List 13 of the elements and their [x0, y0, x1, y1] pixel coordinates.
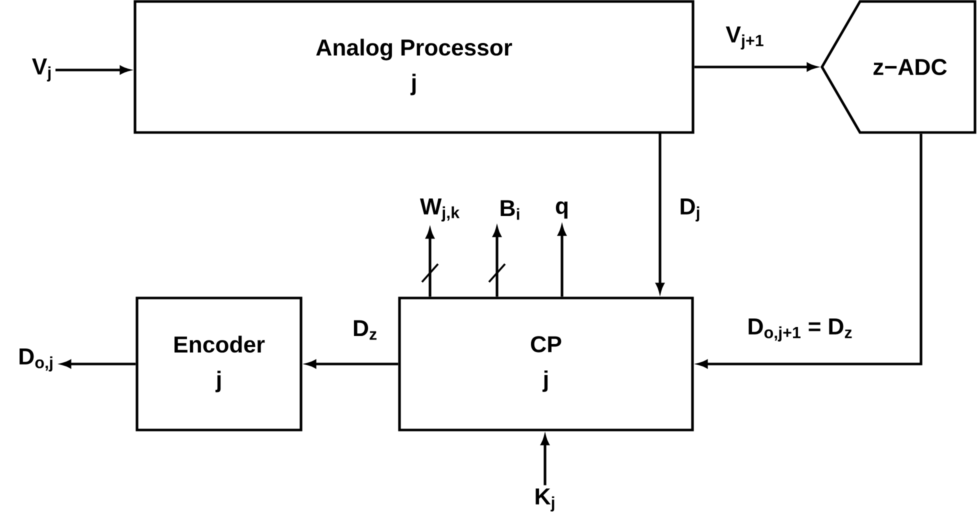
edge-label: D$_{z}$	[354, 320, 376, 340]
adc-block: z−ADC	[820, 0, 976, 134]
edge-label: D$_{j}$	[680, 198, 700, 222]
signal-label: q	[556, 201, 568, 219]
signal-label: W$_{j,k}$	[420, 198, 460, 222]
signal-label: D$_{o,j}$	[20, 348, 52, 372]
cp-box: CP j	[398, 296, 694, 432]
signal-label: V$_{j}$	[32, 58, 51, 82]
encoder-box: Encoder j	[136, 296, 302, 432]
signal-label: B$_{i}$	[500, 200, 520, 220]
processor-box: Analog Processor j	[134, 0, 694, 134]
signal-label: K$_{j}$	[536, 488, 554, 512]
edge-label: V$_{j+1}$	[726, 26, 764, 50]
